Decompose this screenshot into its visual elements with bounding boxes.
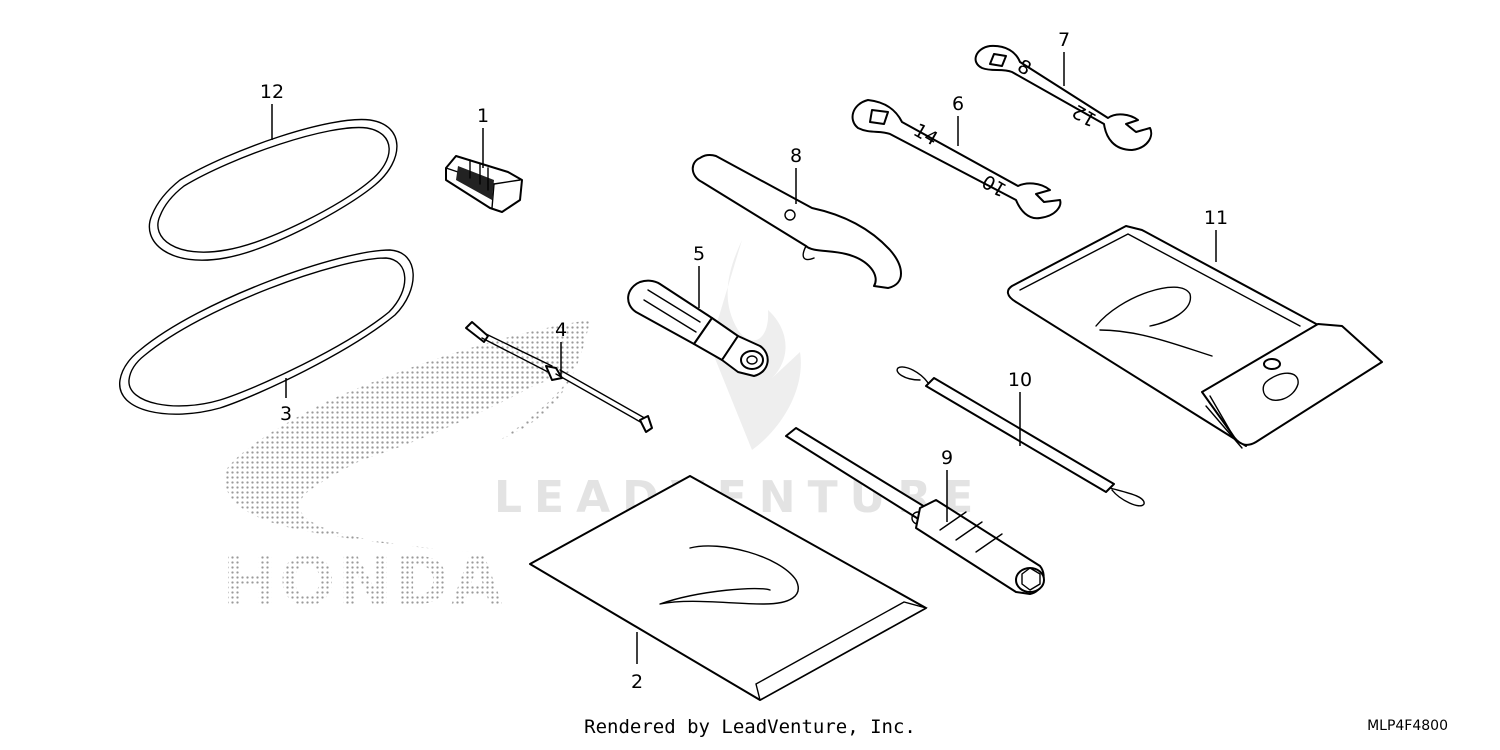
honda-wing-brand-mark: HONDA	[222, 320, 590, 620]
callout-3: 3	[280, 403, 292, 425]
callout-10: 10	[1008, 369, 1032, 391]
callout-11: 11	[1204, 207, 1228, 229]
callout-9: 9	[941, 447, 953, 469]
part-12-seal-ring	[148, 118, 398, 261]
part-1-clip	[445, 155, 523, 213]
callout-2: 2	[631, 671, 643, 693]
callout-6: 6	[952, 93, 964, 115]
callout-12: 12	[260, 81, 284, 103]
part-5-screwdriver-handle	[627, 279, 769, 377]
callout-5: 5	[693, 243, 705, 265]
diagram-code: MLP4F4800	[1367, 718, 1448, 734]
part-6-wrench: 14 10	[851, 99, 1062, 220]
callout-7: 7	[1058, 29, 1070, 51]
leader-lines	[271, 52, 1217, 664]
part-2-manual	[529, 475, 928, 702]
part-3-seal-ring	[119, 249, 414, 415]
callout-8: 8	[790, 145, 802, 167]
render-credit: Rendered by LeadVenture, Inc.	[584, 716, 916, 738]
callout-1: 1	[477, 105, 489, 127]
part-4-screwdriver	[465, 321, 653, 433]
part-9-plug-wrench	[785, 427, 1045, 595]
part-11-tool-bag	[1006, 225, 1383, 449]
callout-numbers: 1 2 3 4 5 6 7 8 9 10 11 12	[260, 29, 1228, 693]
honda-brand-text: HONDA	[222, 543, 504, 620]
callout-4: 4	[555, 319, 567, 341]
part-8-pin-spanner	[691, 153, 902, 289]
